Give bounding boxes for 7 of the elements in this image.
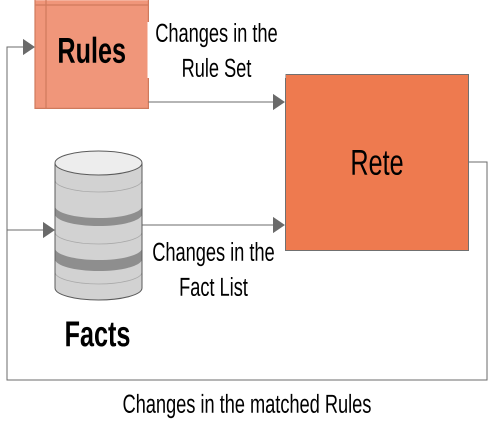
node-label: Facts [66,321,130,347]
edge-label: Changes in the matched Rules [122,392,372,420]
table-box: Rules [34,0,149,109]
arrow [6,162,488,380]
edge-label: Changes in the Fact List [144,240,282,298]
edge-label: Changes in the Rule Set [148,22,286,78]
process-box: Rete [285,74,469,251]
